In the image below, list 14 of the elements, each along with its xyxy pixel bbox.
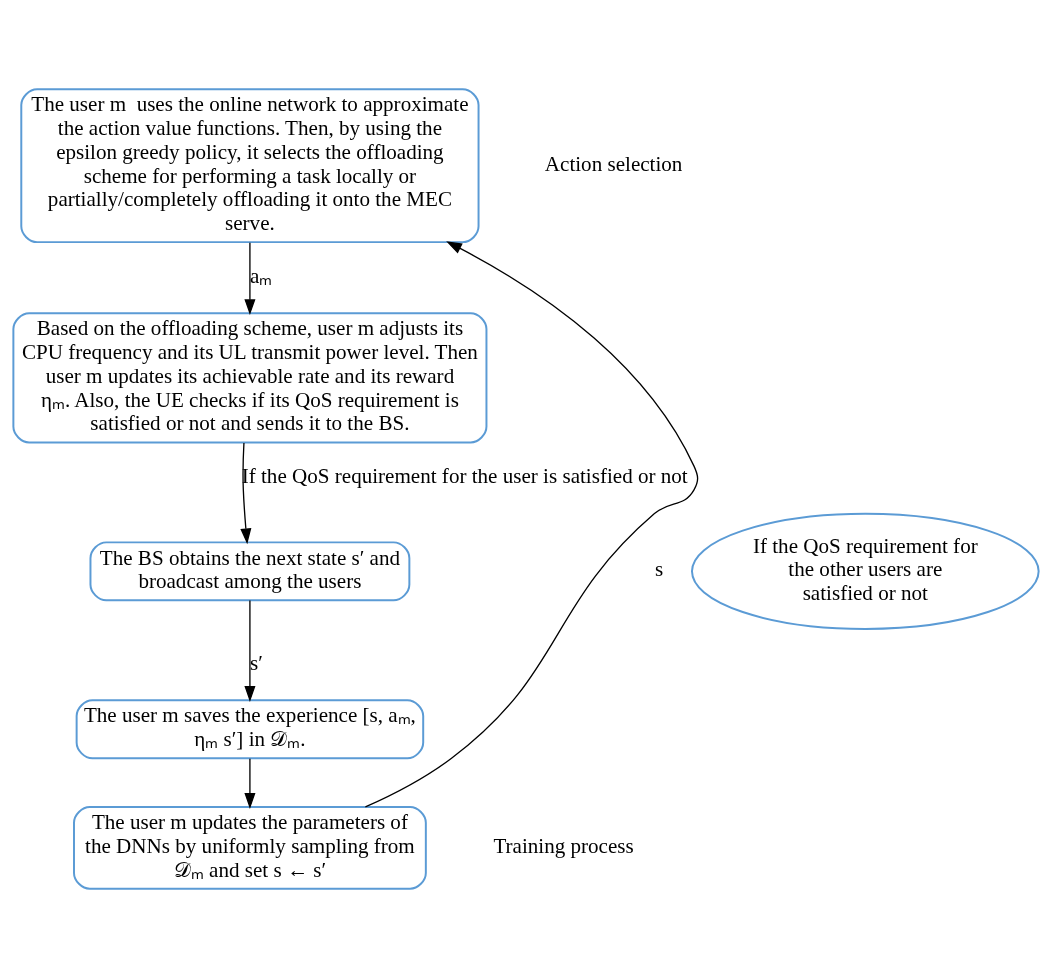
node-box: Based on the offloading scheme, user m adjusts its CPU frequency and its UL transmit power level. Then user m updates its achievable rate and its reward ηₘ. Also, the UE checks if its QoS requirement is satisfied or not and sends it to the BS. <box>12 311 488 443</box>
node-ellipse: If the QoS requirement for the other users are satisfied or not <box>691 512 1040 630</box>
arrow <box>244 241 256 315</box>
label: Training process <box>493 833 634 858</box>
edge-label: s <box>654 556 664 581</box>
label: Action selection <box>544 151 683 176</box>
node-box: The BS obtains the next state s′ and broadcast among the users <box>89 540 411 601</box>
arrow <box>244 757 256 809</box>
node-box: The user m saves the experience [s, aₘ, ηₘ s′] in 𝒟ₘ. <box>75 698 425 759</box>
node-box: The user m uses the online network to approximate the action value functions. Then, by using the epsilon greedy policy, it selects the offloading scheme for performing a task locally or partially/completely offloading it onto the MEC serve. <box>20 87 480 243</box>
node-box: The user m updates the parameters of the DNNs by uniformly sampling from 𝒟ₘ and set s ← s′ <box>73 805 427 890</box>
arrow <box>244 599 256 702</box>
edge-label: s′ <box>250 650 263 675</box>
arrow <box>364 240 699 808</box>
